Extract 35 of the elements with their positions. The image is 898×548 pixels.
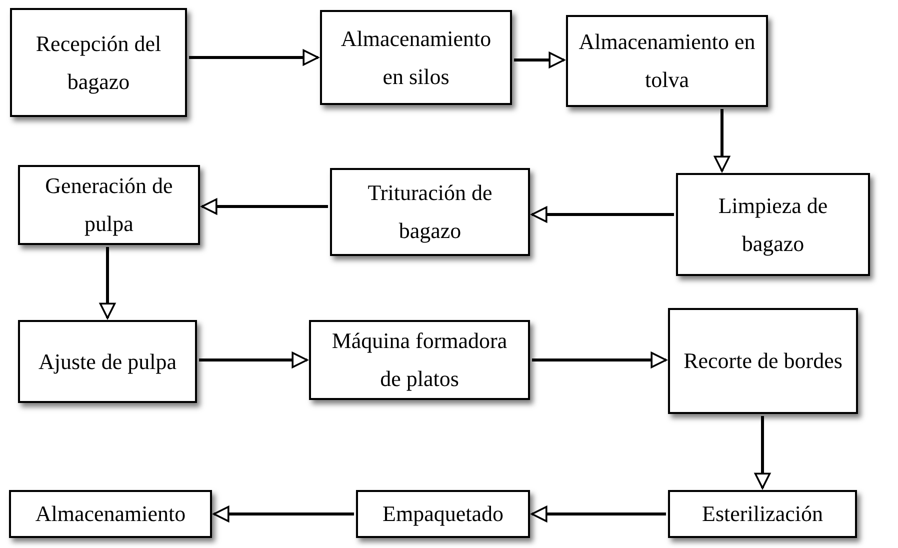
arrow — [213, 506, 354, 522]
arrow — [531, 206, 674, 223]
arrow — [532, 352, 667, 368]
step-label: Almacenamiento — [35, 500, 186, 528]
step-label: Generación de pulpa — [44, 172, 174, 238]
step-label: Recepción del bagazo — [34, 30, 162, 96]
step-label: Máquina formadora de platos — [330, 327, 508, 393]
process-box — [330, 168, 530, 256]
arrow — [189, 49, 319, 66]
process-box — [18, 165, 200, 245]
process-box — [356, 490, 530, 538]
step-label: Ajuste de pulpa — [38, 348, 177, 376]
process-box — [309, 320, 530, 400]
process-box — [668, 490, 857, 538]
process-box — [320, 10, 512, 105]
process-box — [566, 15, 768, 107]
arrow — [201, 198, 328, 215]
step-label: Almacenamiento en silos — [340, 24, 492, 90]
step-label: Esterilización — [702, 500, 823, 528]
process-box — [676, 173, 870, 276]
process-box — [9, 490, 212, 538]
arrow — [754, 416, 771, 489]
arrow — [714, 109, 730, 172]
step-label: Empaquetado — [382, 500, 504, 528]
step-label: Recorte de bordes — [684, 347, 842, 375]
step-label: Almacenamiento en tolva — [578, 28, 756, 94]
step-label: Trituración de bagazo — [366, 179, 494, 245]
arrow — [99, 247, 116, 319]
arrow — [531, 506, 666, 522]
process-box — [10, 8, 187, 117]
process-box — [18, 320, 197, 403]
process-box — [668, 308, 858, 414]
step-label: Limpieza de bagazo — [717, 192, 829, 258]
arrow — [514, 52, 565, 68]
arrow — [199, 352, 308, 368]
